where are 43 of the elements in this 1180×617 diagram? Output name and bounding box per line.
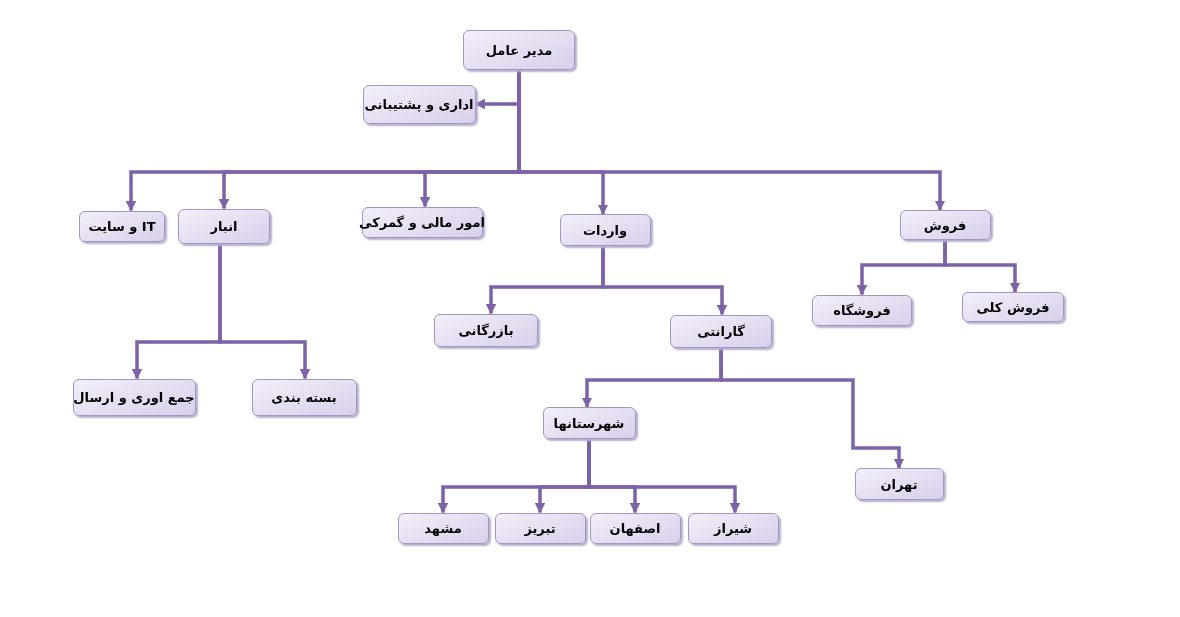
arrow [601,246,728,316]
org-box [72,378,196,416]
org-box [362,84,476,124]
arrow [719,347,905,470]
org-box [687,512,779,544]
box-label: اصفهان [609,520,661,536]
org-box [962,292,1064,322]
org-box [463,30,575,70]
box-label: اداری و پشتیبانی [364,96,474,112]
arrow [943,240,1021,294]
box-label: امور مالی و گمرکی [359,214,485,230]
org-box [397,512,489,544]
org-box [812,294,912,326]
org-box [434,313,538,347]
box-label: تبریز [524,520,556,536]
org-box [899,210,991,240]
box-label: جمع اوری و ارسال [73,389,195,405]
org-box [178,208,270,244]
org-box [79,210,165,242]
org-box [559,214,651,246]
box-label: انبار [210,218,238,234]
box-label: واردات [582,222,628,238]
box-label: فروش کلی [976,299,1050,315]
org-box [542,407,636,439]
box-label: مدیر عامل [485,42,553,58]
box-label: فروش [923,217,967,233]
box-label: IT و سایت [88,218,156,234]
org-box [670,314,772,348]
org-box [854,468,944,500]
org-box [361,206,483,238]
box-label: گارانتی [697,323,745,339]
box-label: بسته بندی [271,389,337,405]
arrow [218,243,311,380]
box-label: مشهد [424,520,462,536]
org-box [494,512,586,544]
org-box [251,378,357,416]
box-label: شهرستانها [553,415,625,431]
org-box [589,512,681,544]
box-label: شیراز [713,520,753,536]
box-label: تهران [880,476,918,492]
box-label: فروشگاه [833,302,891,318]
arrow [587,439,741,514]
box-label: بازرگانی [458,322,514,338]
